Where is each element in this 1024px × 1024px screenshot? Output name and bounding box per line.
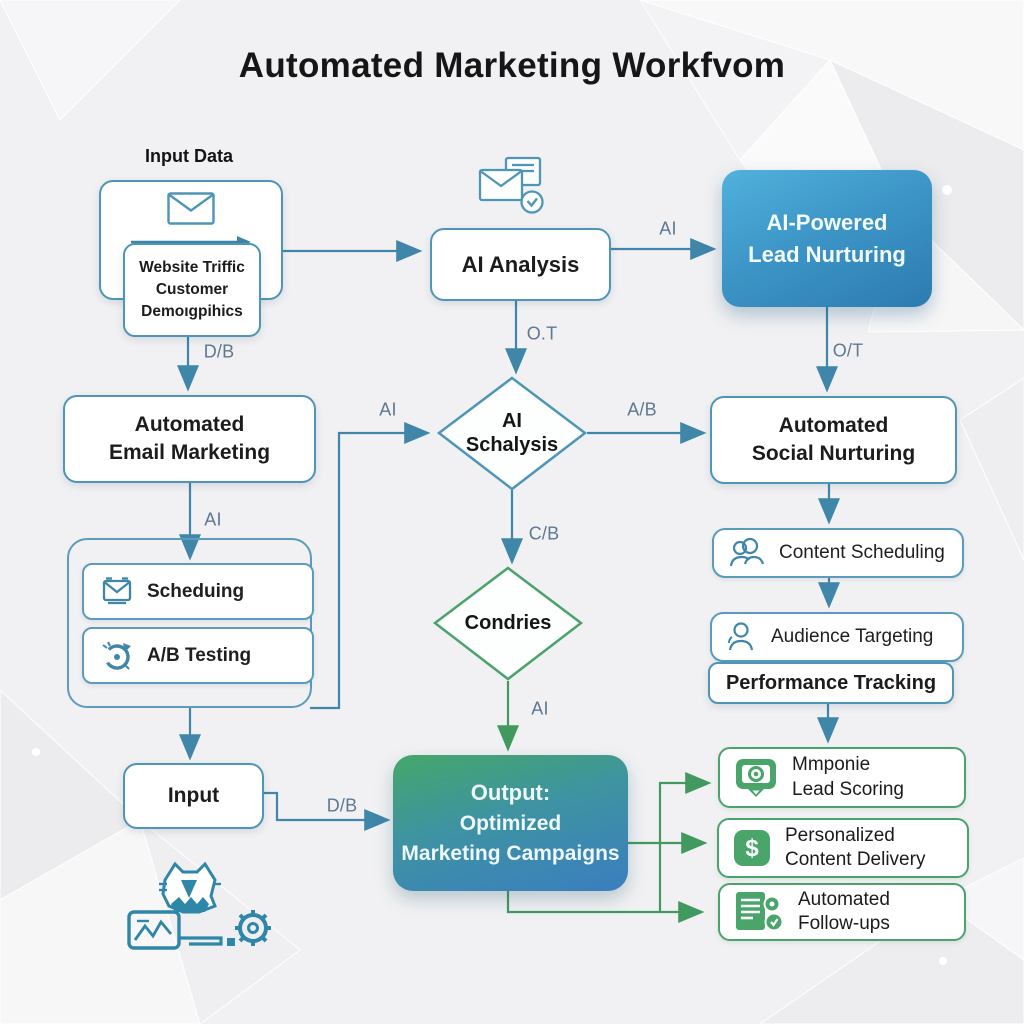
edge-label-db-1: D/B: [203, 341, 235, 362]
envelope-icon: [167, 192, 215, 225]
email-marketing-line2: Email Marketing: [108, 441, 271, 464]
lead-scoring-box: Mmponie Lead Scoring: [718, 747, 966, 808]
audience-targeting-box: Audience Targeting: [710, 612, 964, 662]
input-box: Input: [123, 763, 264, 829]
ab-testing-item: A/B Testing: [82, 627, 314, 684]
social-nurturing-box: Automated Social Nurturing: [710, 396, 957, 484]
green-connectors: [497, 681, 712, 923]
social-nurturing-line2: Social Nurturing: [751, 442, 916, 465]
edge-label-cb: C/B: [528, 523, 560, 544]
edge-label-ot-slash: O/T: [832, 340, 864, 361]
lead-scoring-line1: Mmponie: [792, 754, 871, 776]
dollar-icon: $: [734, 830, 770, 866]
email-marketing-line1: Automated: [134, 412, 245, 436]
website-traffic-box: Website Triffic Customer Demoıgpihics: [123, 243, 261, 337]
mail-analysis-icon: [478, 156, 544, 214]
content-delivery-line2: Content Delivery: [785, 849, 926, 870]
ai-schalysis-label: AI Schalysis: [466, 409, 558, 457]
lead-nurturing-line1: AI-Powered: [766, 209, 888, 235]
ab-testing-icon: [102, 641, 131, 670]
svg-text:$: $: [745, 835, 759, 862]
lead-nurturing-line2: Lead Nurturing: [748, 241, 906, 267]
social-nurturing-line1: Automated: [778, 413, 889, 437]
lead-scoring-line2: Lead Scoring: [792, 778, 904, 800]
schedule-mail-icon: [102, 576, 132, 604]
follow-ups-icon: [736, 892, 784, 932]
condries-diamond: [432, 566, 584, 681]
follow-ups-line1: Automated: [798, 888, 890, 910]
ai-analysis-label: AI Analysis: [461, 251, 580, 277]
website-traffic-line1: Website Triffic: [139, 259, 245, 277]
background-dots: [32, 185, 952, 965]
edge-label-ai-email: AI: [204, 509, 222, 530]
website-traffic-line2: Customer: [155, 281, 229, 299]
output-line1: Output:: [470, 779, 551, 805]
follow-ups-box: Automated Follow-ups: [718, 883, 966, 941]
edge-label-ai-condries: AI: [531, 698, 549, 719]
performance-tracking-box: Performance Tracking: [708, 662, 954, 704]
person-icon: [728, 622, 754, 651]
ai-schalysis-line1: AI: [501, 410, 522, 432]
input-label: Input: [167, 784, 220, 807]
teal-connectors: [177, 238, 840, 831]
content-scheduling-box: Content Scheduling: [712, 528, 964, 578]
follow-ups-line2: Follow-ups: [798, 913, 890, 934]
edge-label-ab: A/B: [627, 399, 657, 420]
ai-schalysis-diamond: [436, 376, 588, 491]
output-line2: Optimized: [459, 811, 562, 835]
workstation-gear-icon: [127, 861, 271, 950]
email-marketing-box: Automated Email Marketing: [63, 395, 316, 483]
condries-label: Condries: [464, 612, 552, 634]
content-delivery-box: $ Personalized Content Delivery: [717, 818, 969, 878]
website-traffic-line3: Demoıgpihics: [141, 302, 243, 320]
people-icon: [729, 537, 765, 567]
edge-label-ot-dot: O.T: [526, 323, 558, 344]
output-line3: Marketing Campaigns: [401, 841, 620, 865]
edge-label-db-2: D/B: [326, 795, 358, 816]
ab-testing-label: A/B Testing: [147, 644, 252, 666]
edge-label-ai-top: AI: [659, 218, 677, 239]
ai-analysis-box: AI Analysis: [430, 228, 611, 301]
output-box: Output: Optimized Marketing Campaigns: [393, 755, 628, 891]
lead-scoring-icon: [736, 758, 776, 797]
input-data-group-title: Input Data: [145, 146, 233, 166]
lead-nurturing-box: AI-Powered Lead Nurturing: [722, 170, 932, 307]
ai-schalysis-line2: Schalysis: [465, 434, 559, 456]
page-title: Automated Marketing Workfvom: [238, 46, 786, 85]
content-delivery-line1: Personalized: [785, 824, 895, 846]
edge-label-ai-loop: AI: [379, 399, 397, 420]
audience-targeting-label: Audience Targeting: [771, 626, 934, 647]
scheduling-item: Scheduing: [82, 563, 314, 620]
decision-diamonds: [432, 376, 588, 681]
content-scheduling-label: Content Scheduling: [779, 542, 945, 563]
scheduling-label: Scheduing: [147, 580, 245, 602]
